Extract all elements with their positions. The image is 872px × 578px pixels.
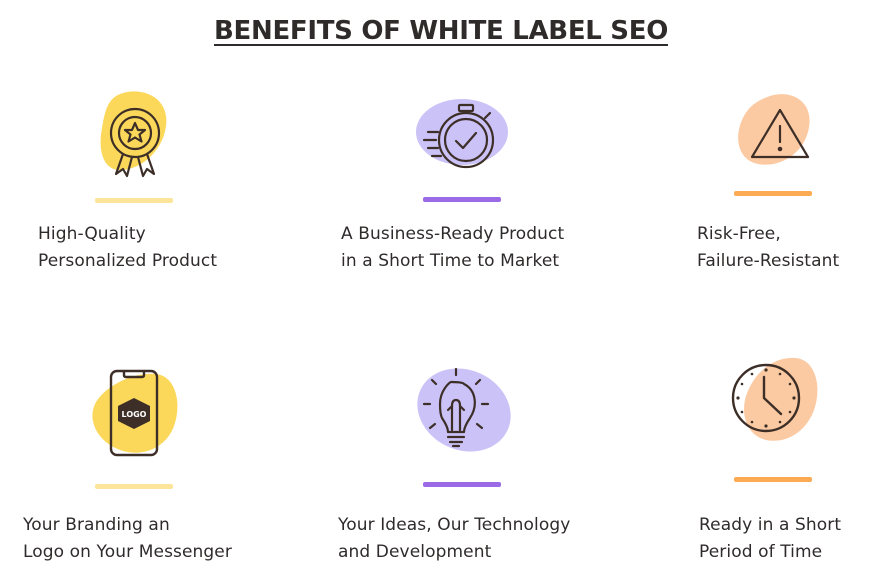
page-title: BENEFITS OF WHITE LABEL SEO xyxy=(214,16,668,46)
divider-bar xyxy=(423,482,501,487)
clock-icon xyxy=(731,357,818,441)
divider-bar xyxy=(734,477,812,482)
divider-bar xyxy=(734,191,812,196)
warning-triangle-icon xyxy=(738,94,810,165)
stopwatch-check-icon xyxy=(416,99,508,169)
divider-bar xyxy=(423,197,501,202)
benefit-label: Risk-Free,Failure-Resistant xyxy=(697,224,840,271)
award-medal-icon xyxy=(100,91,167,178)
smartphone-logo-icon: LOGO xyxy=(92,369,178,457)
svg-text:LOGO: LOGO xyxy=(122,410,147,419)
divider-bar xyxy=(95,484,173,489)
lightbulb-icon xyxy=(417,367,511,452)
divider-bar xyxy=(95,198,173,203)
